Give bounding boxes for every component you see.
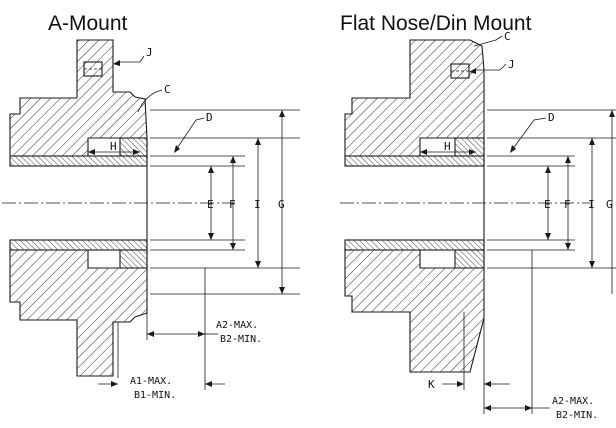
a-mount-label-c: C (164, 83, 171, 96)
a-mount-dim-b1: B1-MIN. (134, 390, 176, 401)
din-mount-title: Flat Nose/Din Mount (340, 12, 532, 35)
din-mount-label-c: C (504, 30, 511, 43)
a-mount-label-e: E (207, 198, 214, 211)
a-mount-label-h: H (110, 140, 117, 153)
a-mount-view: A-Mount H (2, 12, 300, 401)
din-mount-dim-b2: B2-MIN. (556, 410, 598, 421)
din-mount-bushing-upper (344, 155, 485, 167)
a-mount-thread-lower (119, 249, 148, 269)
a-mount-label-g: G (278, 198, 285, 211)
a-mount-label-f: F (229, 198, 236, 211)
din-mount-label-d: D (548, 111, 555, 124)
a-mount-housing-lower (9, 249, 148, 377)
din-mount-label-g: G (606, 198, 613, 211)
a-mount-title: A-Mount (48, 12, 128, 35)
a-mount-bushing-lower (9, 239, 148, 251)
a-mount-label-j: J (146, 46, 153, 59)
a-mount-dim-a2: A2-MAX. (216, 320, 258, 331)
a-mount-label-i: I (254, 198, 261, 211)
a-mount-housing-upper (9, 39, 148, 157)
din-mount-dim-a2: A2-MAX. (552, 396, 594, 407)
din-mount-view: Flat Nose/Din Mount H (340, 12, 616, 421)
din-mount-label-e: E (544, 198, 551, 211)
a-mount-label-d: D (206, 111, 213, 124)
din-mount-label-i: I (588, 198, 595, 211)
a-mount-dim-a1: A1-MAX. (130, 376, 172, 387)
din-mount-label-k: K (428, 378, 435, 391)
a-mount-dim-b2: B2-MIN. (220, 334, 262, 345)
din-mount-label-f: F (564, 198, 571, 211)
din-mount-label-h: H (444, 140, 451, 153)
din-mount-bushing-lower (344, 239, 485, 251)
din-mount-label-j: J (508, 58, 515, 71)
din-mount-thread-lower (454, 249, 485, 269)
a-mount-bushing-upper (9, 155, 148, 167)
